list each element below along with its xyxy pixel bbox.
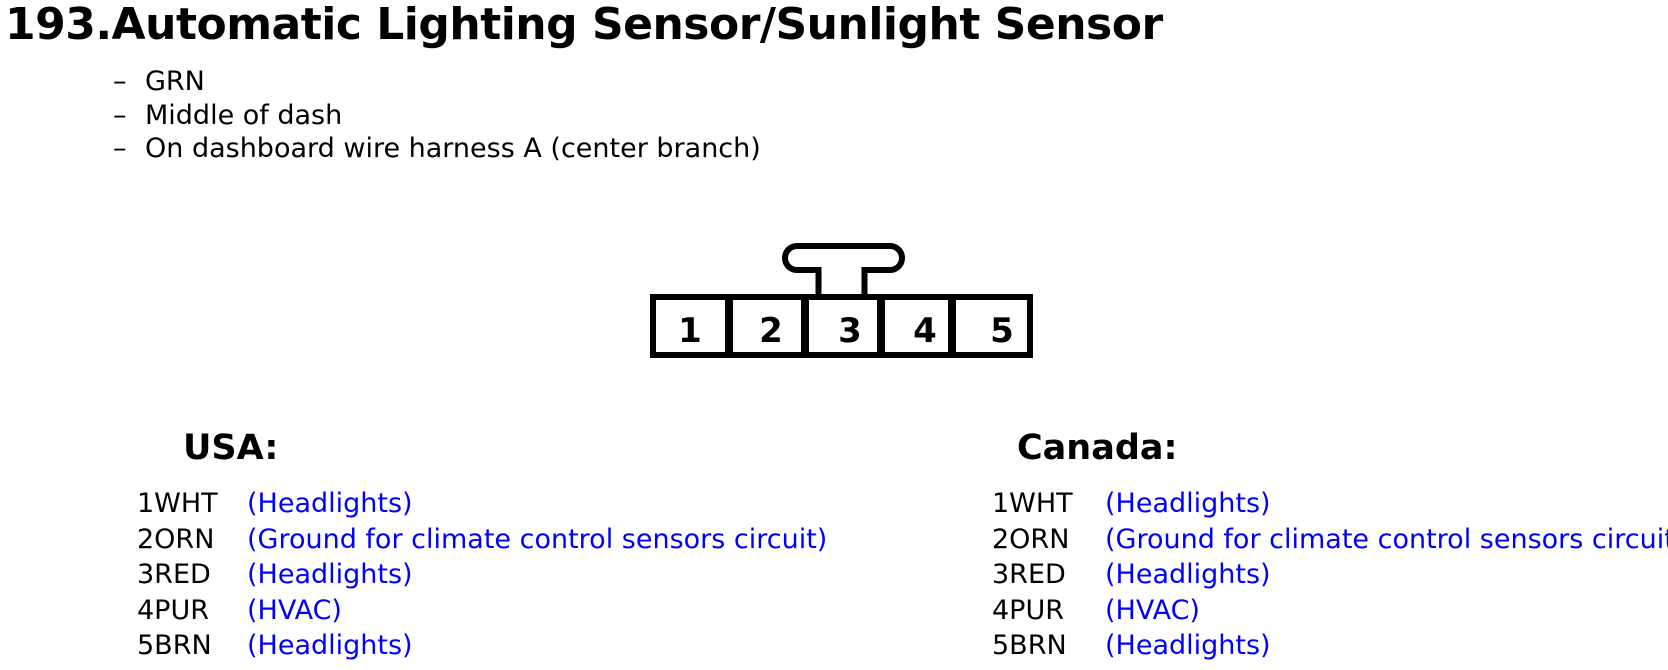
pin-row: 1WHT (Headlights) [137, 486, 827, 522]
pin-label: 2ORN [992, 523, 1070, 555]
pin-row: 2ORN (Ground for climate control sensors… [137, 522, 827, 558]
bullet-dash: – [113, 133, 127, 164]
pin-description: (Headlights) [247, 630, 413, 661]
bullet-text: GRN [145, 66, 205, 97]
pin-description: (Ground for climate control sensors circ… [247, 523, 828, 555]
pin-label: 3RED [137, 559, 211, 590]
pin-label: 2ORN [137, 523, 215, 555]
pin-description: (Headlights) [1105, 559, 1271, 590]
pin-row: 4PUR (HVAC) [992, 593, 1668, 629]
pin-cell-1: 1 [678, 311, 702, 351]
bullet-item: – Middle of dash [113, 99, 761, 133]
pin-row: 4PUR (HVAC) [137, 593, 827, 629]
pin-cell-5: 5 [990, 311, 1014, 351]
pin-label: 5BRN [137, 630, 212, 661]
pinout-list-usa: 1WHT (Headlights) 2ORN (Ground for clima… [137, 486, 827, 664]
latch-junction [821, 265, 862, 274]
pin-label: 4PUR [137, 594, 209, 626]
pin-description: (Ground for climate control sensors circ… [1105, 523, 1668, 555]
bullet-item: – GRN [113, 65, 761, 99]
pin-label: 1WHT [137, 488, 218, 519]
pin-description: (Headlights) [1105, 488, 1271, 519]
pin-cell-4: 4 [913, 311, 937, 351]
section-heading-usa: USA: [183, 428, 279, 468]
bullet-dash: – [113, 99, 127, 131]
pin-cell-2: 2 [759, 311, 783, 351]
bullet-text: On dashboard wire harness A (center bran… [145, 133, 761, 164]
pin-label: 3RED [992, 559, 1066, 590]
pin-description: (Headlights) [247, 559, 413, 590]
pin-description: (Headlights) [1105, 630, 1271, 661]
pinout-list-canada: 1WHT (Headlights) 2ORN (Ground for clima… [992, 486, 1668, 664]
connector-body [650, 294, 1033, 358]
pin-row: 5BRN (Headlights) [137, 628, 827, 664]
bullet-text: Middle of dash [145, 99, 343, 131]
pin-row: 3RED (Headlights) [992, 557, 1668, 593]
pin-description: (HVAC) [247, 594, 342, 626]
bullet-item: – On dashboard wire harness A (center br… [113, 132, 761, 166]
pin-row: 1WHT (Headlights) [992, 486, 1668, 522]
pin-row: 3RED (Headlights) [137, 557, 827, 593]
page-title: 193.Automatic Lighting Sensor/Sunlight S… [5, 0, 1163, 50]
bullet-list: – GRN – Middle of dash – On dashboard wi… [113, 65, 761, 166]
bullet-dash: – [113, 66, 127, 97]
pin-row: 5BRN (Headlights) [992, 628, 1668, 664]
pin-description: (Headlights) [247, 488, 413, 519]
pin-description: (HVAC) [1105, 594, 1200, 626]
pin-label: 4PUR [992, 594, 1064, 626]
pin-cell-3: 3 [838, 311, 862, 351]
pin-label: 5BRN [992, 630, 1067, 661]
connector-svg: 1 2 3 4 5 [650, 243, 1033, 358]
pin-row: 2ORN (Ground for climate control sensors… [992, 522, 1668, 558]
section-heading-canada: Canada: [1017, 428, 1178, 468]
pin-label: 1WHT [992, 488, 1073, 519]
connector-diagram: 1 2 3 4 5 [630, 230, 1050, 370]
